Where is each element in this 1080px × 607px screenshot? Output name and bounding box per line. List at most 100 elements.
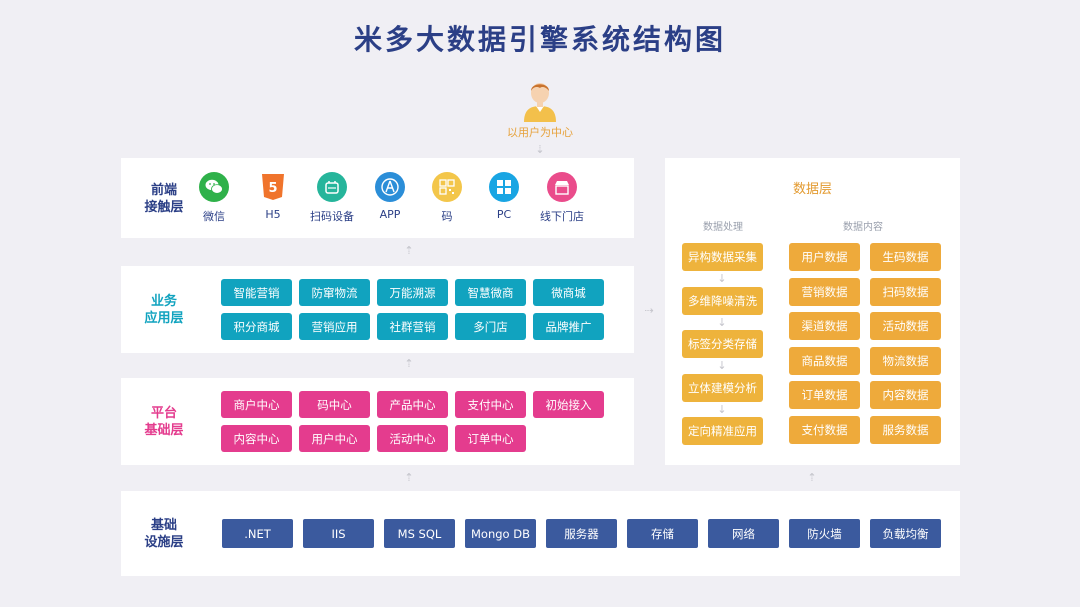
infra-button[interactable]: 防火墙 <box>789 519 860 548</box>
content-heading: 数据内容 <box>843 222 883 233</box>
front-item-label: 码 <box>441 210 453 223</box>
label-line: 设施层 <box>144 535 184 550</box>
label-line: 平台 <box>150 406 177 421</box>
business-layer-panel: 业务 应用层 智能营销防窜物流万能溯源智慧微商微商城积分商城营销应用社群营销多门… <box>121 266 634 353</box>
business-layer-label: 业务 应用层 <box>121 293 207 327</box>
content-button[interactable]: 扫码数据 <box>870 277 941 306</box>
business-button[interactable]: 智慧微商 <box>455 279 526 306</box>
content-button[interactable]: 商品数据 <box>789 346 860 375</box>
content-button[interactable]: 用户数据 <box>789 243 860 271</box>
front-item-label: APP <box>379 208 401 221</box>
infra-button[interactable]: 存储 <box>627 519 698 548</box>
label-line: 基础 <box>150 518 177 533</box>
content-button[interactable]: 服务数据 <box>870 416 941 444</box>
scanner-icon <box>317 172 347 202</box>
qrcode-icon <box>432 172 462 202</box>
data-layer-panel: 数据层 数据处理 数据内容 异构数据采集↓多维降噪清洗↓标签分类存储↓立体建模分… <box>665 158 960 465</box>
label-line: 基础层 <box>144 423 184 438</box>
arrow-business-data: ⇢ <box>644 304 654 317</box>
business-button[interactable]: 微商城 <box>533 279 604 306</box>
content-button[interactable]: 支付数据 <box>789 416 860 444</box>
platform-button[interactable]: 商户中心 <box>221 391 292 418</box>
content-button[interactable]: 订单数据 <box>789 381 860 410</box>
arrow-platform-infra: ⇡ <box>404 471 414 484</box>
front-item-5[interactable]: PC <box>469 172 539 221</box>
platform-button[interactable]: 支付中心 <box>455 391 526 418</box>
front-item-label: H5 <box>265 208 281 221</box>
platform-button[interactable]: 初始接入 <box>533 391 604 418</box>
processing-arrow: ↓ <box>717 315 727 329</box>
processing-button[interactable]: 多维降噪清洗 <box>682 286 763 315</box>
label-line: 接触层 <box>144 200 184 215</box>
front-item-label: 线下门店 <box>540 210 584 223</box>
arrow-data-infra: ⇡ <box>807 471 817 484</box>
svg-text:5: 5 <box>268 181 277 196</box>
front-item-0[interactable]: 微信 <box>179 172 249 224</box>
content-button[interactable]: 活动数据 <box>870 312 941 341</box>
processing-arrow: ↓ <box>717 402 727 416</box>
arrow-up: ⇣ <box>535 143 545 156</box>
arrow-business-platform: ⇡ <box>404 357 414 370</box>
infra-button[interactable]: MS SQL <box>384 519 455 548</box>
user-avatar-icon <box>524 83 556 122</box>
user-label: 以用户为中心 <box>507 126 573 139</box>
platform-layer-label: 平台 基础层 <box>121 405 207 439</box>
data-layer-title: 数据层 <box>792 182 832 197</box>
page-title: 米多大数据引擎系统结构图 <box>353 23 726 56</box>
processing-arrow: ↓ <box>717 272 727 285</box>
business-button[interactable]: 防窜物流 <box>299 279 370 306</box>
label-line: 应用层 <box>144 311 184 326</box>
infra-button[interactable]: 网络 <box>708 519 779 548</box>
appstore-icon <box>375 172 405 202</box>
html5-icon: 5 <box>258 172 288 202</box>
infra-button[interactable]: IIS <box>303 519 374 548</box>
infra-layer-panel: 基础 设施层 .NET IIS MS SQL Mongo DB 服务器存储网络防火墙负载… <box>121 491 960 576</box>
platform-button[interactable]: 产品中心 <box>377 391 448 418</box>
front-item-6[interactable]: 线下门店 <box>527 172 597 224</box>
user-center: 以用户为中心 <box>500 78 580 140</box>
content-button[interactable]: 营销数据 <box>789 277 860 306</box>
business-button[interactable]: 智能营销 <box>221 279 292 306</box>
platform-button[interactable]: 用户中心 <box>299 425 370 452</box>
wechat-icon <box>199 172 229 202</box>
platform-button[interactable]: 内容中心 <box>221 425 292 452</box>
front-item-3[interactable]: APP <box>355 172 425 221</box>
processing-button[interactable]: 立体建模分析 <box>682 373 763 402</box>
processing-arrow: ↓ <box>717 359 727 372</box>
platform-layer-panel: 平台 基础层 商户中心码中心产品中心支付中心初始接入内容中心用户中心活动中心订单… <box>121 378 634 465</box>
processing-button[interactable]: 异构数据采集 <box>682 243 763 271</box>
processing-button[interactable]: 标签分类存储 <box>682 330 763 358</box>
platform-button[interactable]: 活动中心 <box>377 425 448 452</box>
front-item-label: PC <box>496 208 512 221</box>
label-line: 前端 <box>150 183 177 198</box>
business-button[interactable]: 营销应用 <box>299 313 370 340</box>
arrow-front-business: ⇡ <box>404 244 414 257</box>
content-button[interactable]: 渠道数据 <box>789 312 860 341</box>
content-button[interactable]: 物流数据 <box>870 346 941 375</box>
business-button[interactable]: 积分商城 <box>221 313 292 340</box>
business-button[interactable]: 社群营销 <box>377 313 448 340</box>
front-item-label: 微信 <box>203 210 225 223</box>
infra-layer-label: 基础 设施层 <box>121 517 207 551</box>
infra-button[interactable]: .NET <box>222 519 293 548</box>
platform-button[interactable]: 码中心 <box>299 391 370 418</box>
front-item-4[interactable]: 码 <box>412 172 482 224</box>
business-button[interactable]: 品牌推广 <box>533 313 604 340</box>
infra-button[interactable]: 服务器 <box>546 519 617 548</box>
content-button[interactable]: 内容数据 <box>870 381 941 410</box>
store-icon <box>547 172 577 202</box>
processing-heading: 数据处理 <box>703 222 743 233</box>
infra-button[interactable]: 负载均衡 <box>870 519 941 548</box>
processing-button[interactable]: 定向精准应用 <box>682 417 763 445</box>
front-layer-label: 前端 接触层 <box>121 182 207 216</box>
business-button[interactable]: 万能溯源 <box>377 279 448 306</box>
label-line: 业务 <box>150 294 177 309</box>
infra-button[interactable]: Mongo DB <box>465 519 536 548</box>
content-button[interactable]: 生码数据 <box>870 243 941 271</box>
platform-button[interactable]: 订单中心 <box>455 425 526 452</box>
front-item-2[interactable]: 扫码设备 <box>297 172 367 224</box>
front-item-label: 扫码设备 <box>310 210 354 223</box>
business-button[interactable]: 多门店 <box>455 313 526 340</box>
